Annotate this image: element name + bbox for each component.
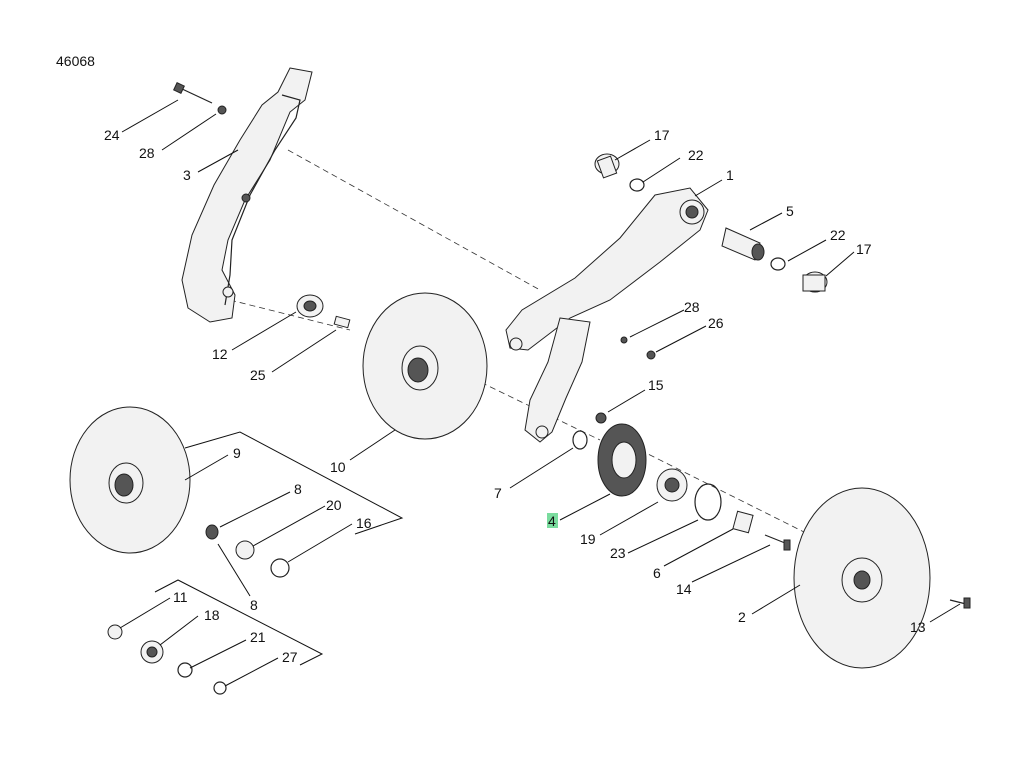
callout-17: 17 [856,241,872,257]
part-19-bearing [656,468,688,502]
part-22-oring-upper [629,178,645,192]
group-brackets [154,431,404,666]
callout-20: 20 [326,497,342,513]
callout-23: 23 [610,545,626,561]
callout-28: 28 [684,299,700,315]
part-7-oring [572,430,588,450]
callout-8: 8 [250,597,258,613]
callout-26: 26 [708,315,724,331]
callout-18: 18 [204,607,220,623]
part-2-disc [793,487,931,669]
callout-13: 13 [910,619,926,635]
callout-24: 24 [104,127,120,143]
callout-22: 22 [688,147,704,163]
callout-19: 19 [580,531,596,547]
part-17-bushing-lower [802,271,828,293]
leader-lines [119,99,961,687]
part-3-shank [181,67,313,323]
callout-28: 28 [139,145,155,161]
callout-11: 11 [173,589,188,605]
callout-3: 3 [183,167,191,183]
part-28-nut-upper [217,105,227,115]
callout-4: 4 [548,513,556,529]
callout-16: 16 [356,515,372,531]
part-5-spacer [721,227,765,261]
callout-25: 25 [250,367,266,383]
part-12-seal [296,294,324,318]
callout-17: 17 [654,127,670,143]
callout-15: 15 [648,377,664,393]
callout-7: 7 [494,485,502,501]
part-17-bushing-upper [594,153,620,179]
callout-14: 14 [676,581,692,597]
part-20-washer [235,540,255,560]
callout-5: 5 [786,203,794,219]
callout-22: 22 [830,227,846,243]
part-26-nut [646,350,656,360]
callout-labels: 24 28 3 12 25 10 9 8 20 16 8 11 18 21 27… [104,127,926,665]
part-23-oring [694,483,722,521]
part-14-bolt [764,534,791,551]
callout-8: 8 [294,481,302,497]
callout-4-highlight [547,513,558,528]
part-22-oring-lower [770,257,786,271]
part-8-bushing [205,524,219,540]
callout-6: 6 [653,565,661,581]
part-13-bolt [949,597,971,609]
part-9-disc [69,406,191,554]
callout-12: 12 [212,346,228,362]
callout-10: 10 [330,459,346,475]
callout-9: 9 [233,445,241,461]
callout-21: 21 [250,629,266,645]
assembly-axis-lines [229,149,861,561]
part-6-sleeve [732,510,754,534]
part-28-nut-right [620,336,628,344]
callout-27: 27 [282,649,298,665]
callout-2: 2 [738,609,746,625]
part-1-arm [505,187,709,443]
kit-parts-lower-left [107,624,227,695]
part-25-pin [333,315,351,329]
callout-1: 1 [726,167,734,183]
part-15-nut [595,412,607,424]
part-10-disc [362,292,488,440]
drawing-reference: 46068 [56,53,95,69]
part-16-clip [270,558,290,578]
part-4-hub [597,423,647,497]
part-24-bolt [173,82,213,104]
